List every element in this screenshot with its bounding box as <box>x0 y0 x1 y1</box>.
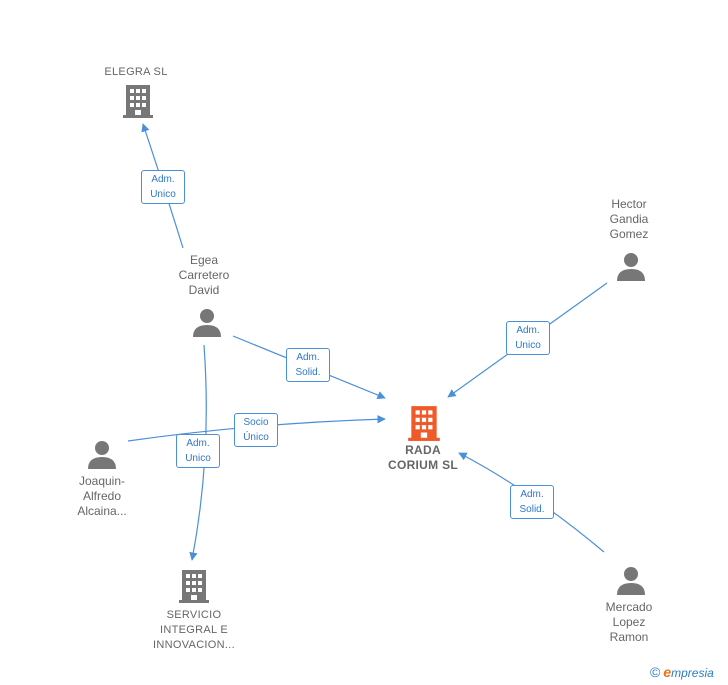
node-label-joaquin: Joaquin- Alfredo Alcaina... <box>77 474 127 518</box>
edge-label-egea-rada[interactable]: Adm. Solid. <box>286 348 330 382</box>
person-icon[interactable] <box>615 564 647 596</box>
node-label-elegra: ELEGRA SL <box>104 66 168 78</box>
node-label-servicio: SERVICIO INTEGRAL E INNOVACION... <box>153 609 235 651</box>
main-building-icon[interactable] <box>407 404 441 442</box>
node-label-hector: Hector Gandia Gomez <box>609 197 649 241</box>
edge-label-mercado-rada[interactable]: Adm. Solid. <box>510 485 554 519</box>
node-label-egea: Egea Carretero David <box>178 253 230 297</box>
node-label-rada: RADA CORIUM SL <box>387 443 459 472</box>
building-icon[interactable] <box>178 568 210 604</box>
person-icon[interactable] <box>615 250 647 282</box>
brand-name: mpresia <box>671 666 714 680</box>
building-icon[interactable] <box>122 83 154 119</box>
person-icon[interactable] <box>86 438 118 470</box>
copyright-icon: © <box>650 664 661 680</box>
brand-initial: e <box>663 664 672 680</box>
edge-label-egea-servicio[interactable]: Adm. Unico <box>176 434 220 468</box>
node-label-mercado: Mercado Lopez Ramon <box>605 600 653 644</box>
edge-label-joaquin-rada[interactable]: Socio Único <box>234 413 278 447</box>
edge-label-hector-rada[interactable]: Adm. Unico <box>506 321 550 355</box>
brand-footer: ©empresia <box>650 664 714 680</box>
edge-label-egea-elegra[interactable]: Adm. Unico <box>141 170 185 204</box>
person-icon[interactable] <box>191 306 223 338</box>
